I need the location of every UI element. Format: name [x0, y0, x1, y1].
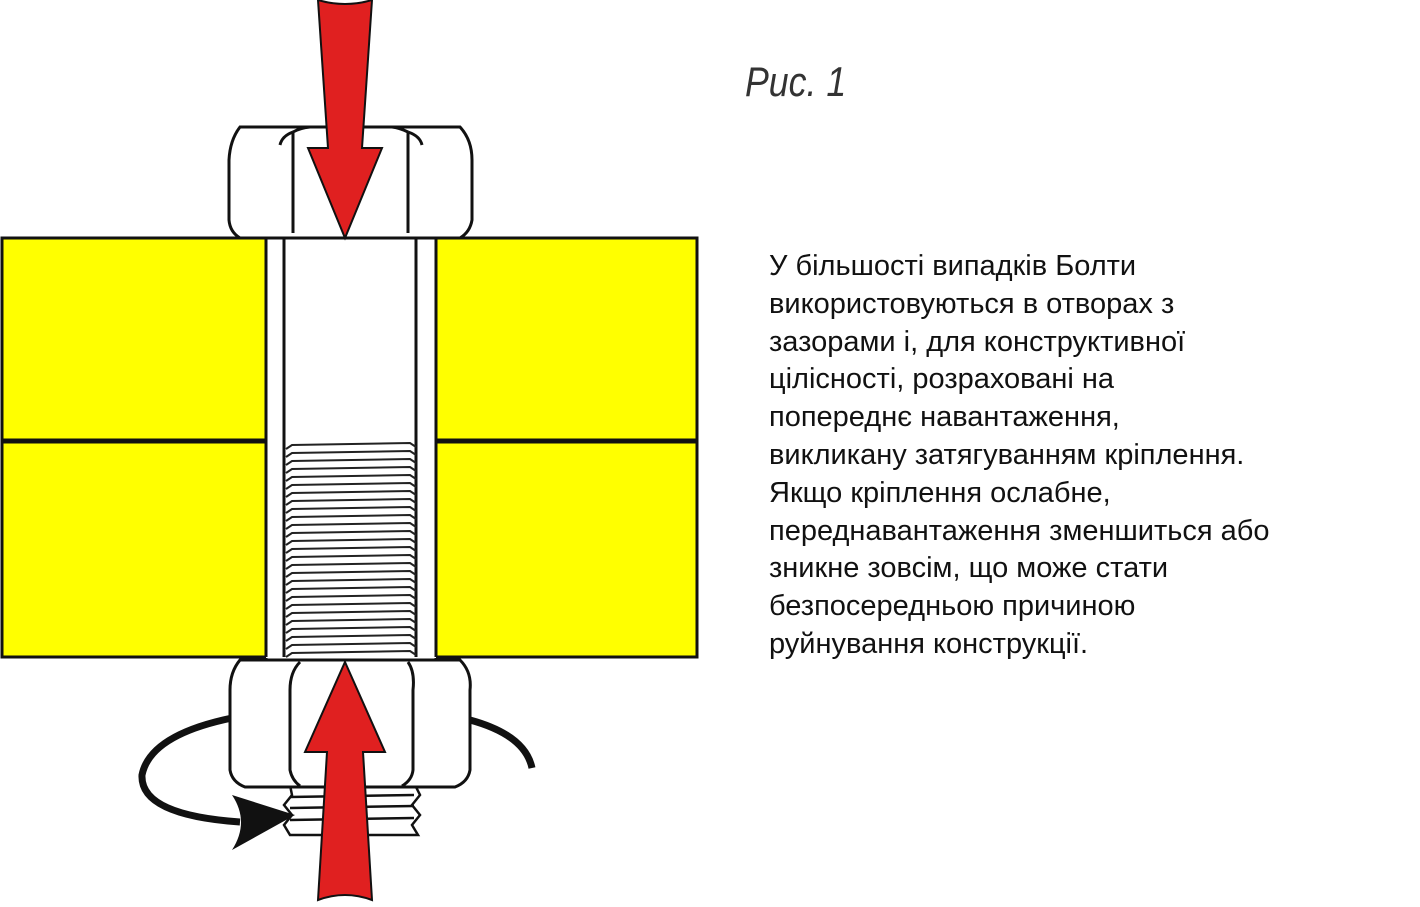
plate-top-right [434, 236, 699, 442]
thread-line [285, 641, 417, 650]
thread-line [285, 649, 417, 658]
text-line: цілісності, розраховані на [769, 363, 1115, 396]
text-line: безпосередньою причиною [769, 590, 1136, 623]
thread-line [285, 601, 417, 610]
plate-bottom-right [434, 440, 699, 659]
bolt-preload-diagram [0, 0, 699, 902]
clamped-plates [0, 236, 699, 659]
thread-line [285, 513, 417, 522]
text-line: У більшості випадків Болти [769, 250, 1137, 282]
text-line: зникне зовсім, що може стати [769, 552, 1169, 585]
thread-line [285, 521, 417, 530]
bolt-threads [285, 441, 417, 658]
thread-line [285, 545, 417, 554]
thread-line [285, 609, 417, 618]
rotation-arrow [138, 714, 536, 850]
thread-line [285, 465, 417, 474]
thread-line [285, 473, 417, 482]
thread-line [285, 441, 417, 450]
thread-line [285, 553, 417, 562]
text-line: використовуються в отворах з [769, 287, 1175, 320]
thread-line [285, 505, 417, 514]
text-line: зазорами і, для конструктивної [769, 325, 1186, 358]
thread-line [285, 497, 417, 506]
thread-line [285, 625, 417, 634]
text-line: руйнування конструкції. [769, 627, 1089, 660]
thread-line [285, 633, 417, 642]
description-text: У більшості випадків Болти використовуют… [769, 248, 1409, 664]
thread-line [285, 537, 417, 546]
thread-line [285, 593, 417, 602]
text-line: переднавантаження зменшиться або [769, 514, 1270, 547]
text-line: Якщо кріплення ослабне, [769, 476, 1111, 509]
plate-top-left [0, 236, 268, 442]
thread-line [285, 585, 417, 594]
plate-bottom-left [0, 440, 268, 659]
thread-line [285, 561, 417, 570]
text-line: попереднє навантаження, [769, 401, 1120, 434]
thread-line [285, 449, 417, 458]
thread-line [285, 457, 417, 466]
thread-line [285, 481, 417, 490]
thread-line [285, 529, 417, 538]
compression-arrows [303, 0, 387, 902]
thread-line [285, 489, 417, 498]
figure-caption: Рис. 1 [745, 58, 847, 105]
bottom-force-arrow [303, 659, 387, 902]
thread-line [285, 569, 417, 578]
thread-line [285, 617, 417, 626]
top-force-arrow [306, 0, 384, 241]
thread-line [285, 577, 417, 586]
text-line: викликану затягуванням кріплення. [769, 438, 1245, 471]
